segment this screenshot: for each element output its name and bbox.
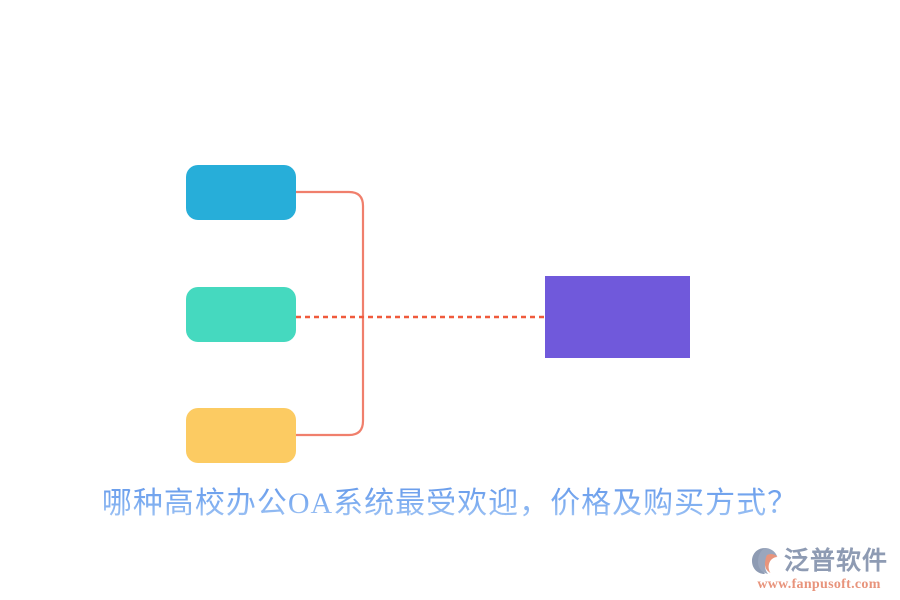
brand-name: 泛普软件 (783, 547, 888, 575)
brand-watermark: 泛普软件 www.fanpusoft.com (750, 546, 888, 592)
orange-node[interactable] (186, 408, 296, 463)
brand-url: www.fanpusoft.com (757, 577, 881, 592)
green-node[interactable] (186, 287, 296, 342)
page-title: 哪种高校办公OA系统最受欢迎，价格及购买方式？ (0, 478, 900, 522)
brand-row: 泛普软件 (750, 546, 888, 576)
connector-blue-to-trunk (294, 190, 365, 437)
blue-node[interactable] (186, 165, 296, 220)
purple-node[interactable] (545, 276, 690, 358)
fanpu-logo-icon (751, 548, 778, 574)
